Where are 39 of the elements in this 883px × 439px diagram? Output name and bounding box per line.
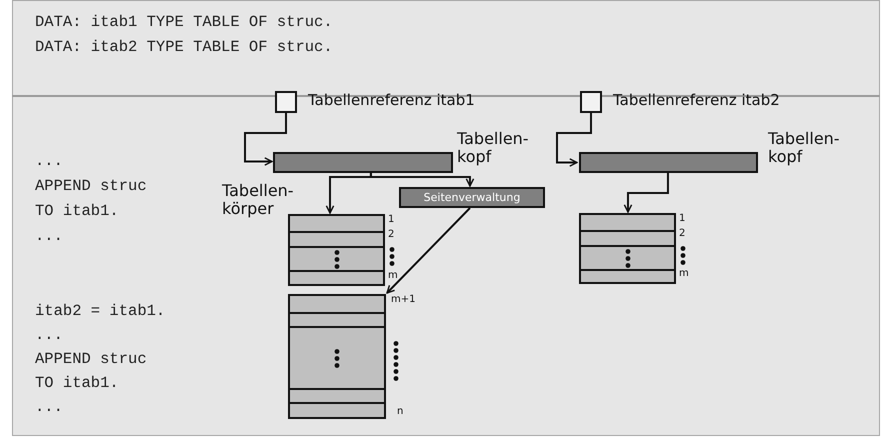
arrow — [244, 113, 287, 166]
code-line: ... — [35, 152, 63, 170]
arrow — [556, 113, 592, 167]
row-number: 1 — [388, 214, 394, 226]
reference-box — [275, 91, 297, 113]
box-label: Seitenverwaltung — [424, 191, 520, 204]
annotation-text: Tabellen-kopf — [768, 130, 838, 167]
annotation-text: Tabellen-körper — [222, 182, 294, 219]
annotation-text: Tabellenreferenz itab2 — [613, 92, 780, 110]
row-number: m — [679, 268, 689, 280]
code-line: ... — [35, 326, 63, 344]
table-header-bar — [579, 152, 758, 173]
arrow — [386, 207, 471, 294]
code-line: TO itab1. — [35, 202, 119, 220]
code-line: APPEND struc — [35, 350, 147, 368]
row-number: 2 — [388, 229, 394, 240]
row-number: n — [397, 406, 404, 418]
reference-box — [580, 91, 602, 113]
row-number: 2 — [679, 228, 686, 240]
row-number: m — [388, 270, 398, 282]
table-body — [288, 214, 385, 286]
code-line: DATA: itab1 TYPE TABLE OF struc. — [35, 13, 333, 31]
code-line: APPEND struc — [35, 177, 147, 195]
arrow — [326, 173, 372, 214]
annotation-text: Tabellen-kopf — [457, 130, 527, 167]
row-number: 1 — [679, 213, 686, 224]
code-line: ... — [35, 227, 63, 245]
table-header-bar — [273, 152, 453, 173]
table-body — [579, 213, 676, 284]
page-management-box — [399, 187, 545, 208]
code-line: DATA: itab2 TYPE TABLE OF struc. — [35, 38, 333, 56]
annotation-text: Tabellenreferenz itab1 — [308, 92, 475, 110]
code-line: ... — [35, 398, 63, 416]
arrow — [370, 173, 474, 187]
row-number: m+1 — [391, 294, 416, 306]
code-line: TO itab1. — [35, 374, 119, 392]
code-line: itab2 = itab1. — [35, 302, 166, 320]
arrow — [624, 173, 669, 213]
table-body — [288, 294, 386, 419]
